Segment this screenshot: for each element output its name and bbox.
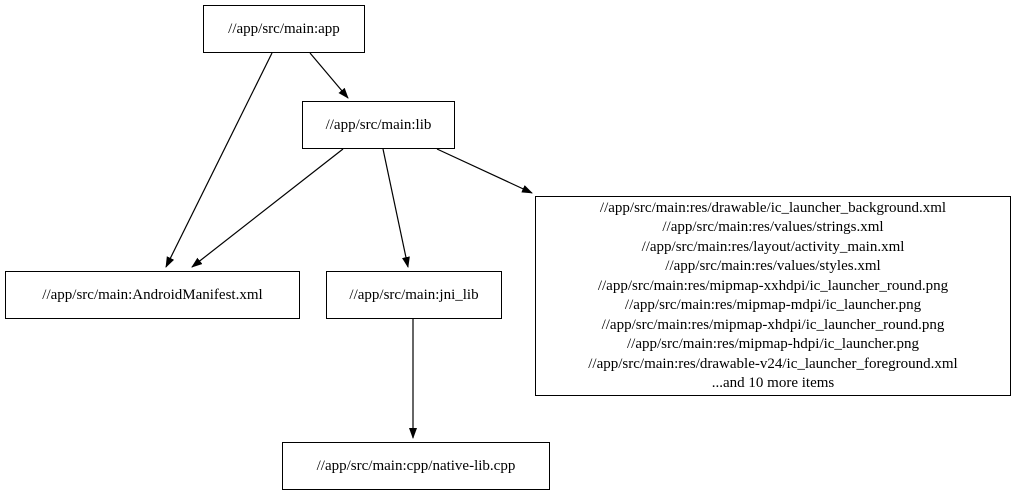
node-lib: //app/src/main:lib bbox=[302, 101, 455, 149]
res-more-items: ...and 10 more items bbox=[711, 375, 835, 391]
node-android-manifest-label: //app/src/main:AndroidManifest.xml bbox=[42, 286, 263, 303]
edge-lib-to-jnilib bbox=[382, 148, 410, 268]
res-item: //app/src/main:res/values/styles.xml bbox=[665, 258, 881, 274]
node-native-lib: //app/src/main:cpp/native-lib.cpp bbox=[282, 442, 550, 490]
node-native-lib-label: //app/src/main:cpp/native-lib.cpp bbox=[316, 457, 516, 474]
node-android-manifest: //app/src/main:AndroidManifest.xml bbox=[5, 271, 300, 319]
res-item: //app/src/main:res/layout/activity_main.… bbox=[641, 238, 905, 255]
edge-lib-to-androidmanifest bbox=[191, 148, 344, 268]
res-item: //app/src/main:res/drawable-v24/ic_launc… bbox=[588, 355, 958, 372]
edge-app-to-androidmanifest bbox=[165, 52, 273, 268]
node-app: //app/src/main:app bbox=[203, 5, 365, 53]
res-item: //app/src/main:res/mipmap-mdpi/ic_launch… bbox=[624, 297, 922, 313]
node-jni-lib: //app/src/main:jni_lib bbox=[326, 271, 502, 319]
node-lib-label: //app/src/main:lib bbox=[325, 116, 432, 133]
res-item: //app/src/main:res/mipmap-xxhdpi/ic_laun… bbox=[597, 277, 949, 294]
res-item: //app/src/main:res/mipmap-xhdpi/ic_launc… bbox=[601, 316, 945, 333]
res-item: //app/src/main:res/values/strings.xml bbox=[662, 219, 884, 235]
edge-app-to-lib bbox=[309, 52, 349, 99]
node-jni-lib-label: //app/src/main:jni_lib bbox=[349, 286, 479, 303]
res-item: //app/src/main:res/mipmap-hdpi/ic_launch… bbox=[626, 336, 919, 352]
node-res-group: //app/src/main:res/drawable/ic_launcher_… bbox=[535, 196, 1011, 396]
node-app-label: //app/src/main:app bbox=[228, 20, 340, 37]
res-item: //app/src/main:res/drawable/ic_launcher_… bbox=[599, 199, 947, 216]
edge-lib-to-resgroup bbox=[436, 148, 533, 194]
